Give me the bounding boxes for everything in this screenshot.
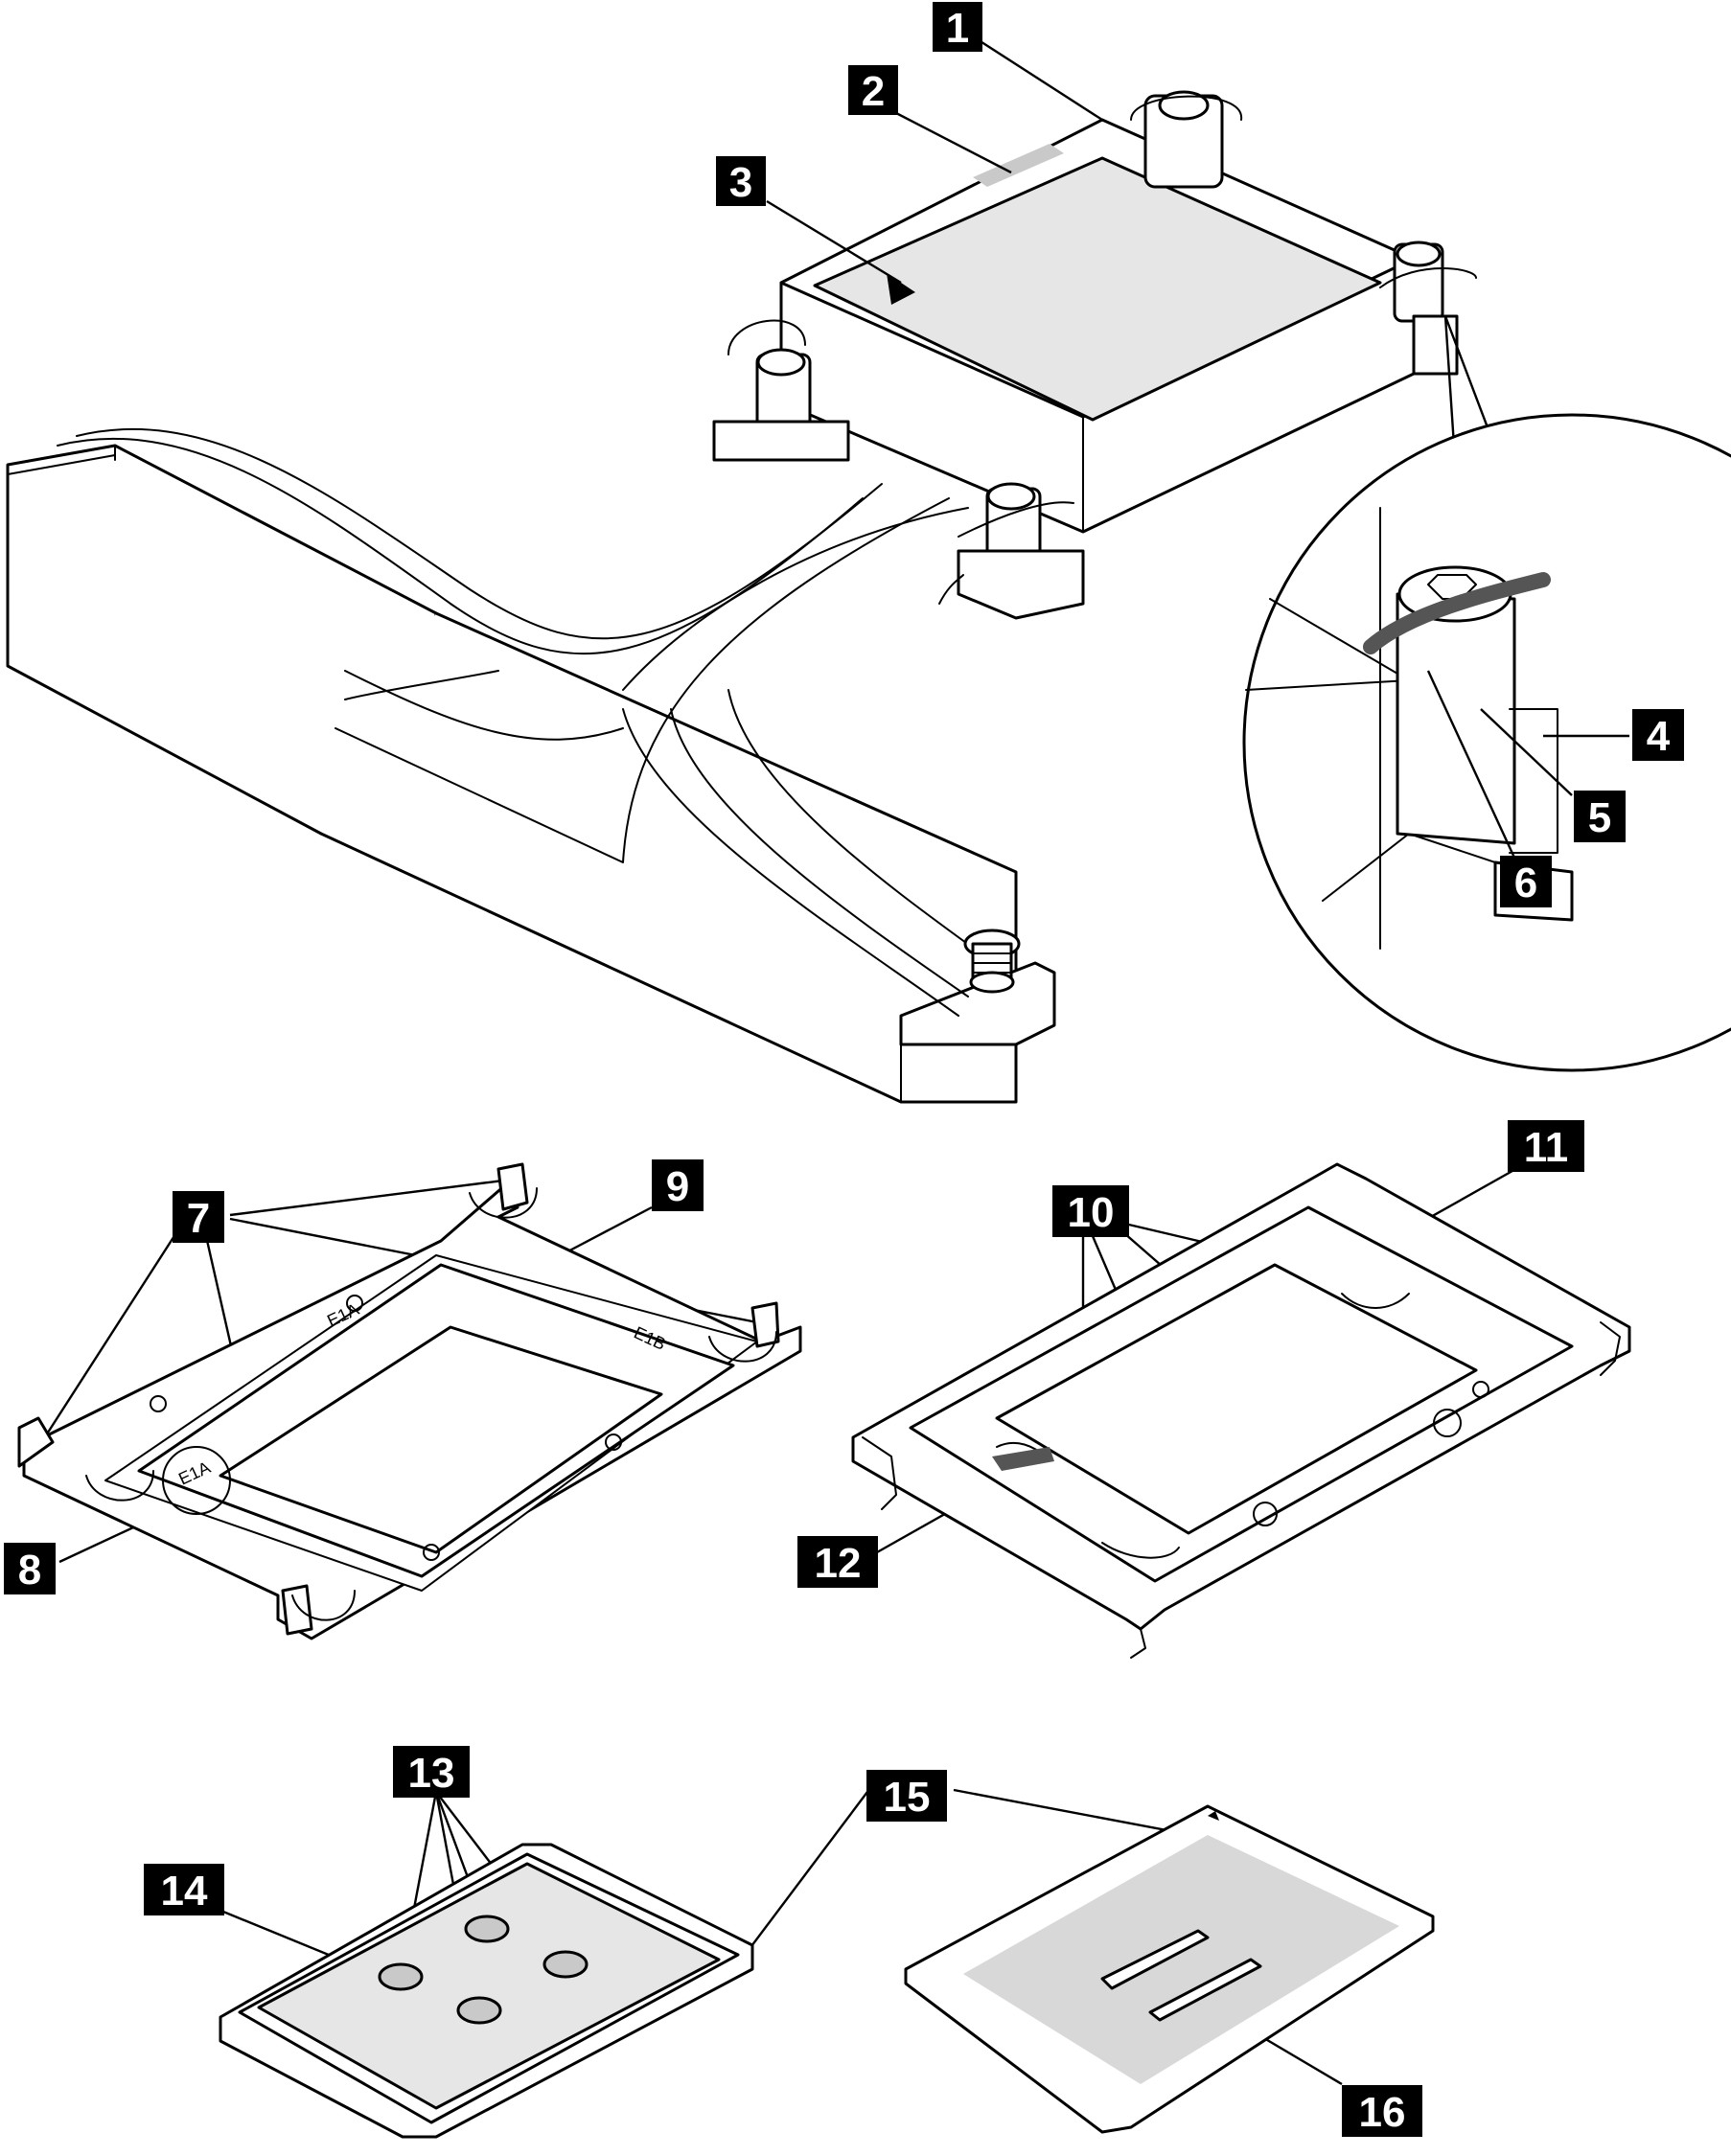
- pin1-marker-icon: [1208, 1811, 1219, 1821]
- svg-text:10: 10: [1068, 1189, 1115, 1236]
- processor-carrier-right: [851, 1162, 1631, 1659]
- carrier-latch: [992, 1447, 1054, 1471]
- callout-11: 11: [1508, 1120, 1584, 1172]
- processor-carrier-left: E1A E1A E1B: [17, 1162, 802, 1640]
- svg-text:6: 6: [1514, 860, 1537, 906]
- svg-text:7: 7: [187, 1195, 210, 1242]
- callout-12: 12: [797, 1536, 878, 1588]
- label-sticker: [973, 144, 1064, 187]
- svg-text:1: 1: [946, 5, 969, 52]
- thermal-grease-dot: [378, 1962, 424, 1991]
- callout-13: 13: [393, 1746, 470, 1798]
- svg-text:5: 5: [1588, 794, 1611, 841]
- callout-5: 5: [1574, 791, 1626, 842]
- processor-top: [219, 1843, 754, 2139]
- svg-text:15: 15: [884, 1774, 931, 1821]
- callout-4: 4: [1632, 709, 1684, 761]
- callout-10: 10: [1052, 1185, 1129, 1237]
- torx-nut-front: [938, 482, 1085, 620]
- pin-array: [963, 1835, 1399, 2084]
- callout-16: 16: [1342, 2085, 1422, 2137]
- svg-text:11: 11: [1524, 1124, 1569, 1171]
- detail-zoom: [1242, 315, 1731, 1072]
- callout-7: 7: [173, 1191, 224, 1243]
- torx-nut-left: [712, 319, 850, 462]
- callout-2: 2: [848, 65, 898, 115]
- callout-15: 15: [866, 1770, 947, 1822]
- svg-text:9: 9: [666, 1163, 689, 1210]
- svg-text:3: 3: [729, 159, 752, 206]
- callout-6: 6: [1500, 856, 1552, 907]
- svg-text:13: 13: [408, 1750, 455, 1797]
- svg-text:8: 8: [18, 1547, 41, 1594]
- captive-screw: [963, 929, 1021, 994]
- triangle-mark-icon: [887, 273, 915, 305]
- svg-text:12: 12: [815, 1540, 862, 1587]
- callout-1: 1: [933, 2, 982, 52]
- callout-3: 3: [716, 156, 766, 206]
- thermal-grease-dot: [456, 1996, 502, 2025]
- svg-text:2: 2: [862, 68, 885, 115]
- svg-text:14: 14: [161, 1868, 208, 1915]
- thermal-grease-dot: [542, 1950, 589, 1979]
- heat-sink-block: [779, 118, 1416, 534]
- svg-text:16: 16: [1359, 2089, 1406, 2136]
- callout-9: 9: [652, 1159, 704, 1211]
- processor-bottom: [904, 1804, 1435, 2134]
- callout-8: 8: [4, 1543, 56, 1594]
- svg-text:4: 4: [1647, 713, 1671, 760]
- thermal-grease-dot: [464, 1915, 510, 1943]
- heat-sink: [6, 90, 1477, 1104]
- callout-14: 14: [144, 1864, 224, 1915]
- torx-nut-rear: [1130, 90, 1243, 189]
